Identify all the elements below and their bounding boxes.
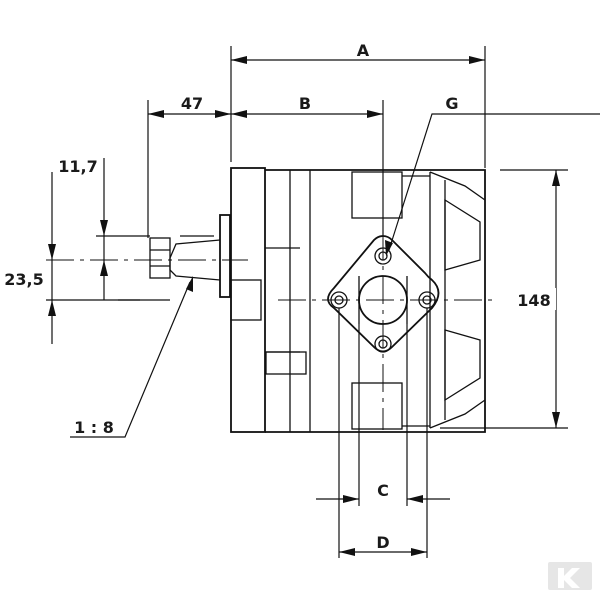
callout-taper-label: 1 : 8: [74, 418, 114, 437]
dimension-148: 148: [440, 169, 568, 429]
callout-taper: 1 : 8: [70, 276, 193, 438]
drive-shaft: [46, 235, 248, 281]
dimension-d: D: [338, 308, 428, 558]
dimension-c-label: C: [377, 481, 389, 500]
dimension-148-label: 148: [517, 291, 550, 310]
dimension-b: B: [231, 94, 384, 236]
dimension-a: A: [230, 41, 486, 168]
dimension-47: 47: [147, 94, 231, 238]
lower-port-boss: [351, 382, 403, 430]
callout-g-label: G: [445, 94, 458, 113]
port-flange-outline: [327, 235, 440, 353]
housing-outline: [265, 169, 486, 433]
dimension-47-label: 47: [181, 94, 203, 113]
dimension-d-label: D: [376, 533, 389, 552]
mounting-flange: [230, 167, 266, 433]
dimension-a-label: A: [357, 41, 370, 60]
dimension-11-7: 11,7: [58, 157, 108, 300]
upper-port-boss: [351, 171, 403, 219]
watermark-logo: [548, 562, 592, 590]
dimension-c: C: [316, 324, 450, 506]
dimension-11-7-label: 11,7: [58, 157, 97, 176]
shaft-flange-ring: [219, 214, 231, 298]
dimension-23-5-label: 23,5: [4, 270, 43, 289]
flange-port: [278, 100, 498, 430]
callout-g: G: [385, 94, 600, 256]
dimension-b-label: B: [299, 94, 311, 113]
dimension-23-5: 23,5: [4, 172, 170, 344]
shaft-nut: [149, 237, 171, 279]
